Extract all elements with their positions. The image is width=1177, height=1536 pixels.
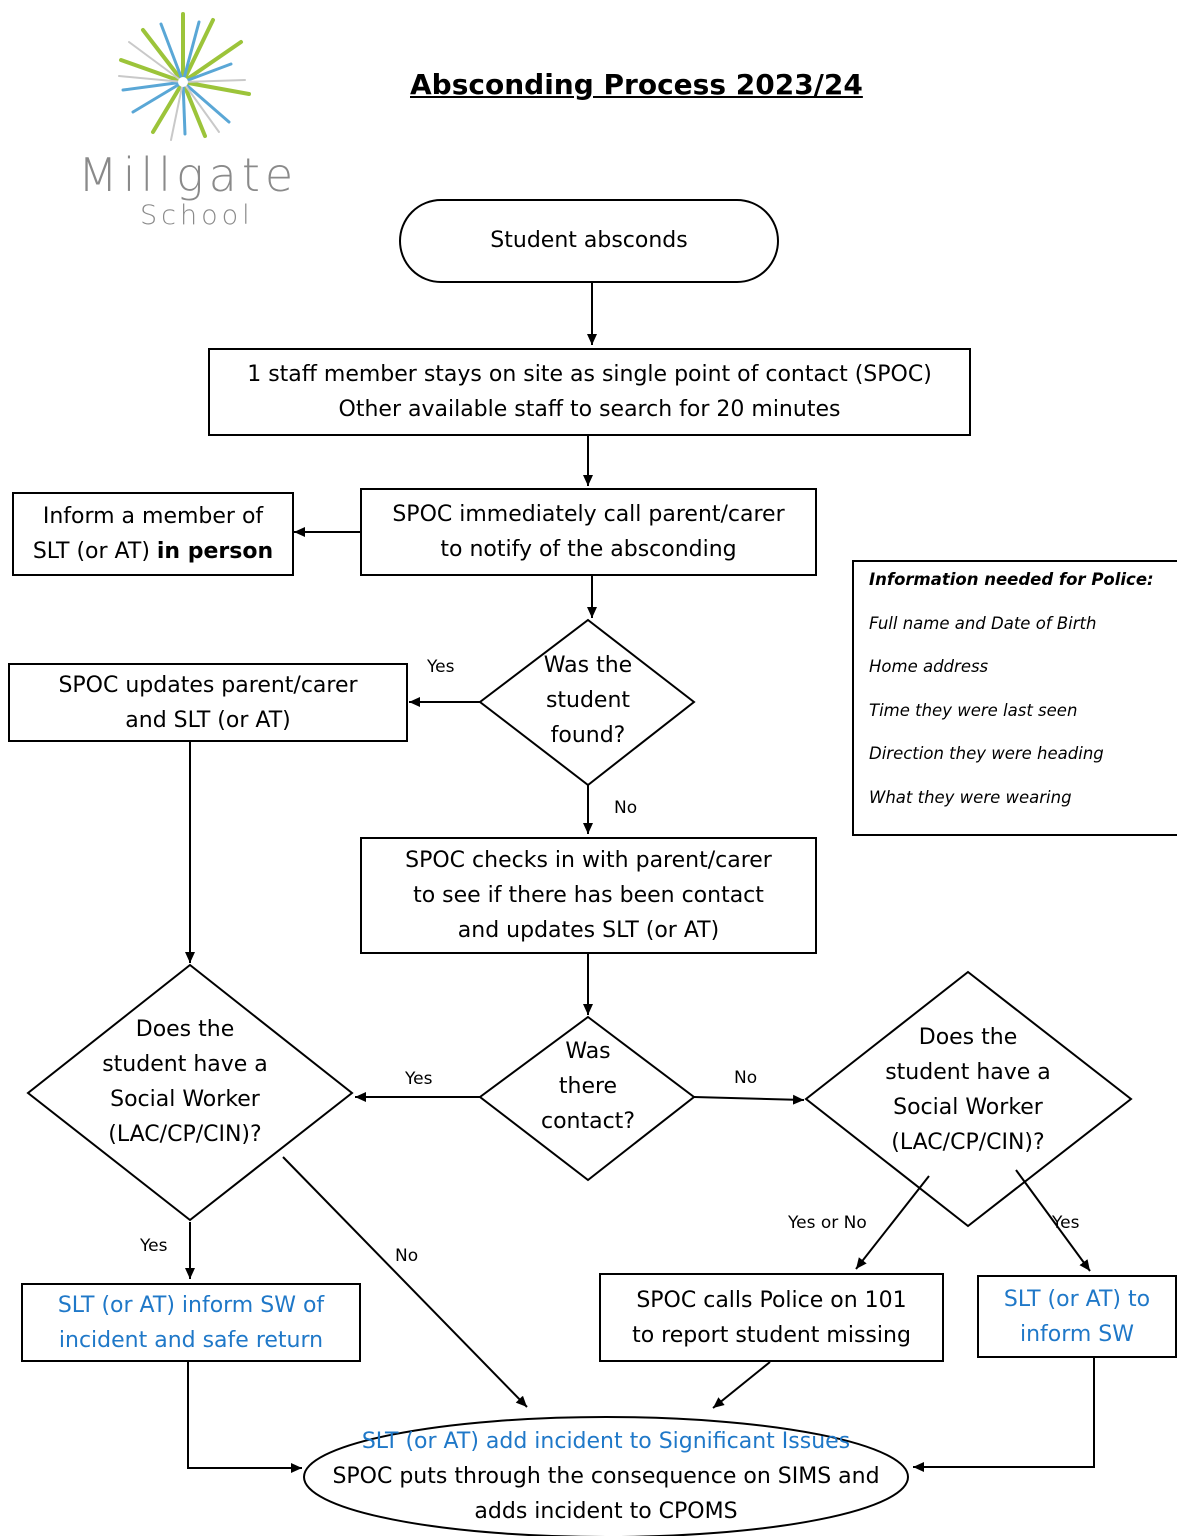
call-parent-line1: SPOC immediately call parent/carer: [392, 502, 785, 527]
arrow-inform-sw-return-to-end: [187, 1362, 302, 1473]
checks-line2: to see if there has been contact: [413, 883, 764, 908]
end-line2: SPOC puts through the consequence on SIM…: [332, 1464, 880, 1489]
sw-left-decision-shape: [26, 963, 354, 1222]
updates-box: SPOC updates parent/carer and SLT (or AT…: [8, 663, 408, 742]
police-info-item: Direction they were heading: [869, 744, 1104, 763]
inform-sw-line2: inform SW: [1019, 1321, 1135, 1347]
end-line3: adds incident to CPOMS: [474, 1499, 738, 1524]
start-label: Student absconds: [490, 228, 688, 253]
label-sw-right-yesno: Yes or No: [788, 1213, 867, 1233]
inform-sw-box: SLT (or AT) to inform SW: [977, 1275, 1177, 1358]
arrow-sw-left-no: [282, 1156, 528, 1408]
police-line2: to report student missing: [632, 1322, 911, 1348]
police-info-item: What they were wearing: [869, 787, 1072, 807]
checks-line1: SPOC checks in with parent/carer: [405, 848, 772, 873]
police-box: SPOC calls Police on 101 to report stude…: [599, 1273, 944, 1362]
label-contact-no: No: [734, 1068, 758, 1088]
label-sw-left-yes: Yes: [140, 1236, 168, 1256]
inform-sw-return-box: SLT (or AT) inform SW of incident and sa…: [21, 1283, 361, 1362]
inform-slt-line1: Inform a member of: [42, 504, 264, 529]
spoc-line2: Other available staff to search for 20 m…: [338, 397, 841, 422]
spoc-line1: 1 staff member stays on site as single p…: [247, 362, 932, 387]
inform-sw-return-line2: incident and safe return: [58, 1327, 324, 1353]
arrow-sw-right-yes: [1015, 1169, 1091, 1272]
start-terminator: [399, 199, 779, 283]
police-info-box: Information needed for Police: Full name…: [852, 560, 1177, 836]
page-title: Absconding Process 2023/24: [410, 68, 863, 101]
arrow-police-to-end: [712, 1361, 771, 1409]
inform-sw-return-line1: SLT (or AT) inform SW of: [57, 1292, 325, 1318]
contact-decision-shape: [478, 1015, 696, 1182]
label-sw-right-yes: Yes: [1052, 1213, 1080, 1233]
end-terminator: [303, 1416, 909, 1536]
contact-question: Was there contact?: [540, 1039, 635, 1134]
end-text: SLT (or AT) add incident to Significant …: [304, 1424, 908, 1529]
spoc-box: 1 staff member stays on site as single p…: [208, 348, 971, 436]
logo-subtitle: School: [140, 200, 254, 231]
label-sw-left-no: No: [395, 1246, 419, 1266]
arrow-sw-right-yesno: [855, 1175, 930, 1270]
call-parent-line2: to notify of the absconding: [440, 537, 737, 562]
police-info-heading: Information needed for Police:: [869, 570, 1154, 589]
police-info-item: Full name and Date of Birth: [869, 613, 1097, 633]
label-contact-yes: Yes: [405, 1069, 433, 1089]
sw-left-question: Does the student have a Social Worker (L…: [102, 1017, 268, 1147]
label-found-yes: Yes: [427, 657, 455, 677]
call-parent-box: SPOC immediately call parent/carer to no…: [360, 488, 817, 576]
updates-line2: and SLT (or AT): [125, 707, 291, 733]
logo-name: Millgate: [78, 148, 299, 202]
logo-starburst-icon: [118, 12, 251, 141]
police-info-item: Home address: [869, 657, 989, 676]
updates-line1: SPOC updates parent/carer: [58, 672, 358, 698]
arrow-inform-sw-to-end: [913, 1358, 1095, 1472]
police-info-item: Time they were last seen: [869, 700, 1078, 720]
end-line1: SLT (or AT) add incident to Significant …: [361, 1429, 851, 1454]
checks-box: SPOC checks in with parent/carer to see …: [360, 837, 817, 954]
arrow-contact-no: [693, 1094, 805, 1105]
police-line1: SPOC calls Police on 101: [636, 1287, 907, 1313]
found-question: Was the student found?: [543, 653, 633, 748]
inform-slt-box: Inform a member of SLT (or AT) in person: [12, 492, 294, 576]
label-found-no: No: [614, 798, 638, 818]
sw-right-question: Does the student have a Social Worker (L…: [885, 1025, 1051, 1155]
inform-sw-line1: SLT (or AT) to: [1003, 1286, 1151, 1312]
inform-slt-line2: SLT (or AT) in person: [32, 539, 274, 564]
sw-right-decision-shape: [804, 970, 1133, 1228]
checks-line3: and updates SLT (or AT): [457, 918, 720, 943]
